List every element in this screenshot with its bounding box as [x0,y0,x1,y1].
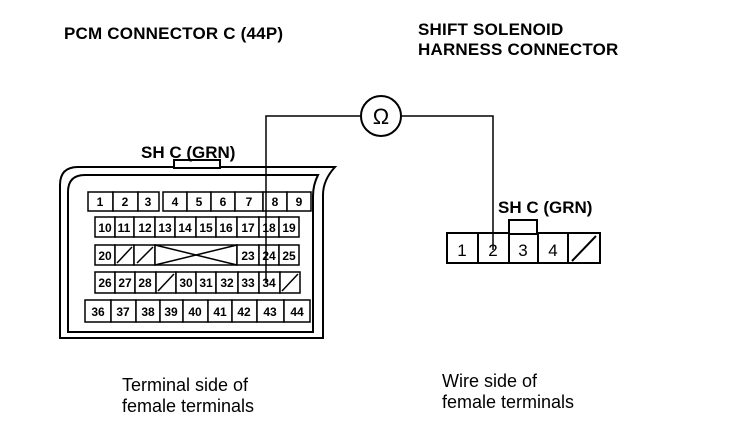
pcm-pin-number: 7 [246,195,253,209]
pcm-pin-number: 2 [122,195,129,209]
shift-caption-line1: Wire side of [442,371,538,391]
pcm-pin-number: 38 [141,305,155,319]
pcm-pin-number: 39 [164,305,178,319]
pcm-caption-line1: Terminal side of [122,375,249,395]
pcm-pin-number: 15 [199,221,213,235]
pcm-pin-number: 1 [97,195,104,209]
shift-pin-number: 3 [518,241,527,260]
pcm-pin-number: 11 [118,221,131,235]
pcm-pin-grid [84,191,312,323]
pcm-connector-title: PCM CONNECTOR C (44P) [64,24,284,43]
shift-pin-number: 2 [488,241,497,260]
pcm-pin-number: 6 [220,195,227,209]
pcm-pin-number: 31 [199,276,213,290]
pcm-pin-label: SH C (GRN) [141,143,235,162]
pcm-pin-number: 3 [145,195,152,209]
pcm-pin-number: 13 [158,221,172,235]
pcm-pin-number: 5 [196,195,203,209]
pcm-pin-number: 33 [241,276,255,290]
pcm-pin-number: 16 [219,221,233,235]
shift-caption-line2: female terminals [442,392,575,412]
pcm-pin-number: 17 [241,221,255,235]
shift-solenoid-title-line2: HARNESS CONNECTOR [418,40,619,59]
pcm-pin-numbers: 1 2 3 4 5 6 7 8 9 10 11 12 13 14 15 16 1… [91,195,304,319]
pcm-pin-number: 32 [220,276,234,290]
pcm-pin-number: 30 [179,276,193,290]
pcm-pin-number: 40 [188,305,202,319]
ohmmeter-symbol-circle [360,95,402,137]
pcm-pin-number: 28 [138,276,152,290]
pcm-blank-pin-marks [116,244,299,292]
shift-pin-label: SH C (GRN) [498,198,592,217]
ohm-icon: Ω [373,104,389,129]
pcm-pin-number: 24 [262,249,276,263]
pcm-pin-number: 14 [178,221,192,235]
shift-pin-number: 1 [457,241,466,260]
pcm-pin-number: 25 [282,249,296,263]
pcm-pin-number: 26 [98,276,112,290]
pcm-pin-number: 23 [241,249,255,263]
shift-solenoid-connector [446,219,601,264]
shift-solenoid-title-line1: SHIFT SOLENOID [418,20,564,39]
pcm-connector-housing [59,159,338,339]
pcm-pin-number: 36 [91,305,105,319]
pcm-pin-number: 27 [118,276,132,290]
pcm-pin-number: 19 [282,221,296,235]
pcm-pin-number: 12 [138,221,152,235]
pcm-pin-number: 41 [213,305,227,319]
ohmmeter-probe-wires [265,115,494,283]
pcm-pin-number: 4 [172,195,179,209]
pcm-pin-number: 10 [98,221,112,235]
pcm-pin-number: 44 [290,305,304,319]
pcm-pin-number: 9 [296,195,303,209]
pcm-pin-number: 42 [237,305,251,319]
pcm-pin-number: 34 [262,276,276,290]
pcm-caption-line2: female terminals [122,396,255,416]
shift-pin-numbers: 1 2 3 4 [457,241,557,260]
pcm-pin-number: 8 [272,195,279,209]
pcm-pin-number: 18 [262,221,276,235]
pcm-pin-number: 37 [116,305,130,319]
pcm-pin-number: 20 [98,249,112,263]
pcm-pin-number: 43 [263,305,277,319]
shift-pin-number: 4 [548,241,557,260]
